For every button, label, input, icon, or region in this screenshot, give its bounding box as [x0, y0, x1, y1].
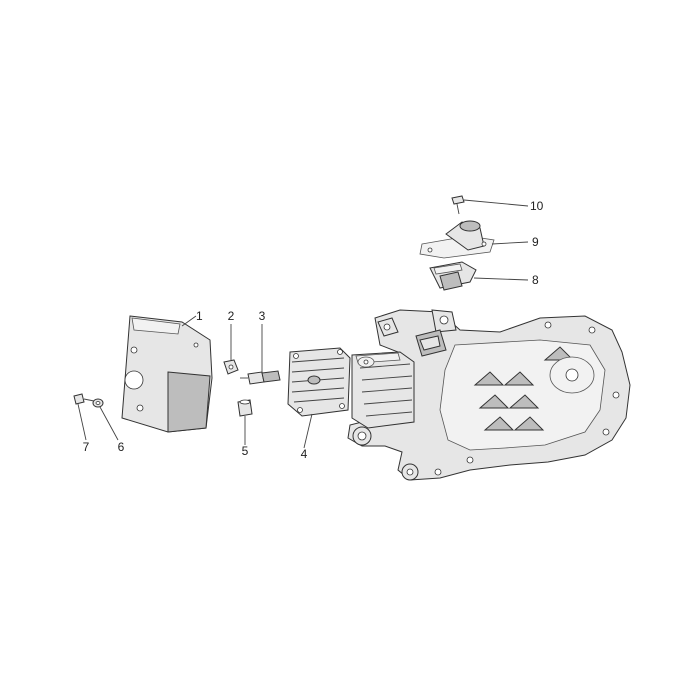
leader-6: [99, 406, 119, 441]
callout-3: 3: [259, 309, 266, 323]
callout-9: 9: [532, 235, 539, 249]
cylinder-cowling: [121, 315, 213, 433]
leader-7: [77, 403, 87, 441]
leader-4: [303, 413, 313, 449]
callout-1: 1: [196, 309, 203, 323]
engine-crankcase: [347, 309, 631, 481]
spark-plug-part-3: [240, 370, 281, 385]
callout-10: 10: [530, 199, 544, 213]
cylinder: [351, 351, 415, 429]
callout-labels: 1 2 3 4 5 6 7 8 9 10: [83, 199, 544, 461]
sleeve-part-5: [237, 399, 253, 417]
callout-2: 2: [228, 309, 235, 323]
leader-10: [463, 199, 529, 207]
washer-part-6: [92, 398, 104, 408]
reed-valve-part-8: [429, 261, 477, 291]
callout-5: 5: [242, 444, 249, 458]
callout-8: 8: [532, 273, 539, 287]
cylinder-head: [287, 347, 351, 417]
callout-4: 4: [301, 447, 308, 461]
leader-8: [473, 277, 529, 281]
leader-9: [491, 241, 529, 245]
callout-6: 6: [118, 440, 125, 454]
leader-1: [181, 315, 197, 327]
intake-manifold-part-9: [419, 220, 495, 259]
leader-lines: [77, 199, 529, 449]
screw-part-7: [73, 393, 95, 405]
nut-part-2: [223, 359, 239, 375]
callout-7: 7: [83, 440, 90, 454]
screw-part-10: [451, 195, 465, 215]
